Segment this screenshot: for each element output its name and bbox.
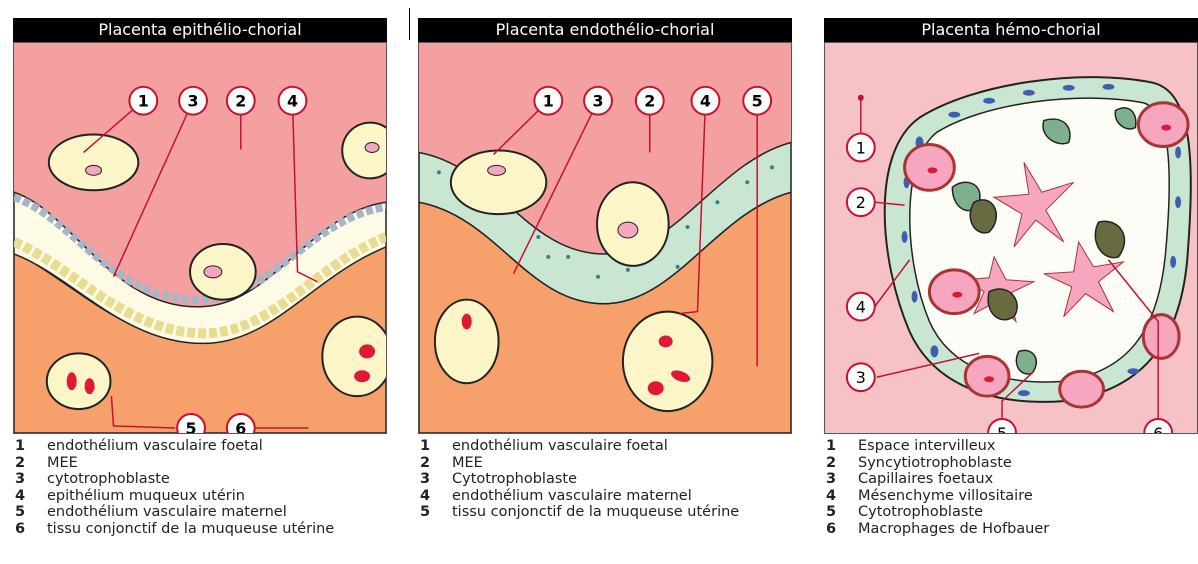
panel-title: Placenta epithélio-chorial: [13, 18, 387, 42]
fetal-vessel: [342, 123, 387, 179]
panel-title: Placenta endothélio-chorial: [418, 18, 792, 42]
marker-3: 3: [179, 87, 207, 115]
svg-text:6: 6: [235, 419, 246, 434]
separator: [409, 8, 410, 40]
svg-text:2: 2: [856, 193, 866, 212]
marker-1: 1: [847, 134, 875, 162]
panel-epithelio-chorial: Placenta epithélio-chorial 1 3 2 4 5 6 1…: [13, 18, 387, 537]
panel-title: Placenta hémo-chorial: [824, 18, 1198, 42]
svg-text:1: 1: [138, 92, 149, 111]
marker-3: 3: [847, 363, 875, 391]
svg-text:2: 2: [644, 92, 655, 111]
maternal-vessel: [47, 353, 111, 409]
marker-2: 2: [847, 188, 875, 216]
svg-text:1: 1: [543, 92, 554, 111]
marker-4: 4: [279, 87, 307, 115]
marker-4: 4: [847, 293, 875, 321]
marker-5: 5: [743, 87, 771, 115]
fetal-vessel: [190, 244, 256, 300]
marker-2: 2: [227, 87, 255, 115]
svg-text:1: 1: [856, 138, 866, 157]
marker-2: 2: [636, 87, 664, 115]
svg-text:5: 5: [752, 92, 763, 111]
diagram-endothelio-chorial: 1 3 2 4 5: [418, 42, 792, 434]
diagram-epithelio-chorial: 1 3 2 4 5 6: [13, 42, 387, 434]
svg-text:3: 3: [187, 92, 198, 111]
svg-text:3: 3: [592, 92, 603, 111]
svg-text:6: 6: [1153, 424, 1163, 434]
marker-6: 6: [227, 414, 255, 434]
svg-text:2: 2: [235, 92, 246, 111]
marker-3: 3: [584, 87, 612, 115]
marker-1: 1: [534, 87, 562, 115]
svg-text:4: 4: [700, 92, 711, 111]
maternal-vessel: [322, 317, 387, 397]
marker-5: 5: [177, 414, 205, 434]
fetal-vessel: [451, 150, 546, 214]
svg-text:5: 5: [997, 424, 1007, 434]
svg-text:3: 3: [856, 368, 866, 387]
svg-text:4: 4: [856, 298, 866, 317]
panel-hemo-chorial: Placenta hémo-chorial: [824, 18, 1198, 537]
svg-text:5: 5: [186, 419, 197, 434]
marker-4: 4: [692, 87, 720, 115]
diagram-hemo-chorial: 1 2 4 3 5 6: [824, 42, 1198, 434]
svg-text:4: 4: [287, 92, 298, 111]
maternal-vessel: [623, 312, 713, 411]
fetal-vessel: [435, 300, 499, 384]
panel-endothelio-chorial: Placenta endothélio-chorial 1 3 2 4 5 1: [418, 18, 792, 521]
marker-1: 1: [129, 87, 157, 115]
